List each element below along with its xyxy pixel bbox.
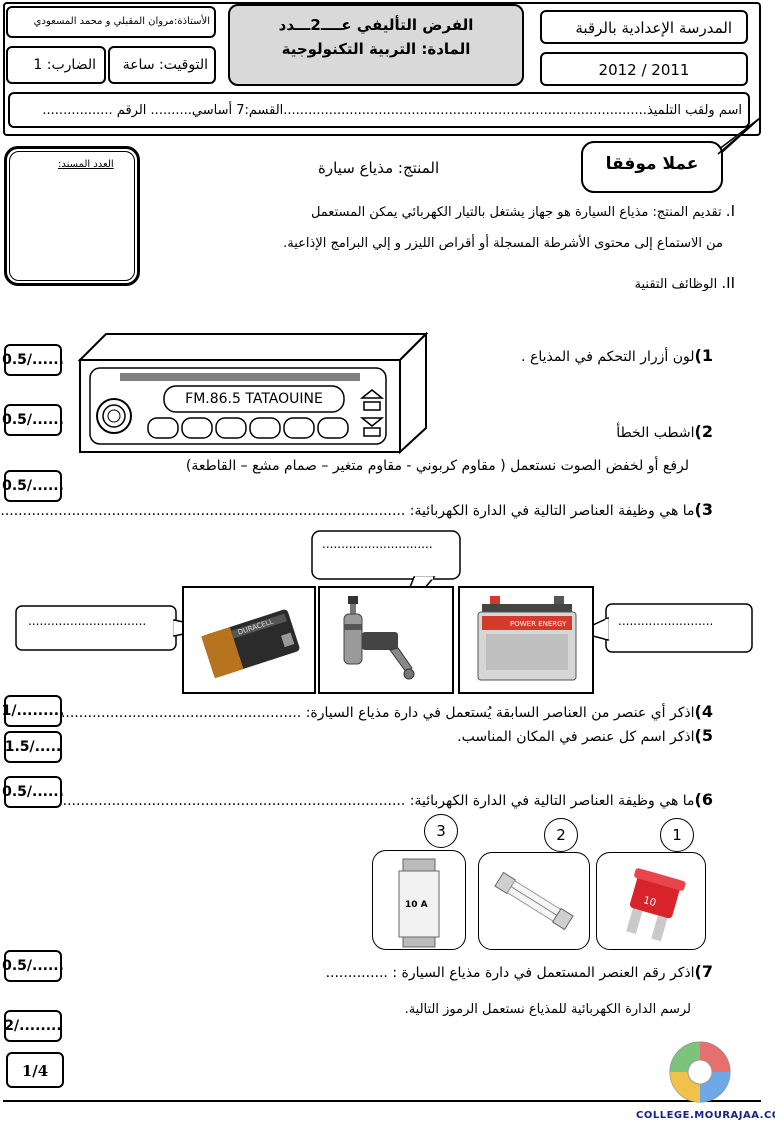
page-frame-bottom (3, 1100, 761, 1102)
blade-fuse-box: 10 (596, 852, 706, 950)
question-5: 5)اذكر اسم كل عنصر في المكان المناسب. (457, 726, 713, 745)
teachers: الأستاذة:مروان المقبلي و محمد المسعودي (33, 16, 210, 27)
student-name-label: اسم ولقب التلميذ........................… (42, 103, 742, 118)
question-4: 4)اذكر أي عنصر من العناصر السابقة يُستعم… (47, 702, 713, 721)
page-number: 1/4 (21, 1062, 49, 1080)
section1-line2: من الاستماع إلى محتوى الأشرطة المسجلة أو… (283, 236, 723, 251)
svg-text:POWER ENERGY: POWER ENERGY (510, 620, 567, 628)
school-name: المدرسة الإعدادية بالرقبة (575, 19, 732, 37)
car-radio-drawing (77, 331, 429, 455)
coefficient-box: الضارب: 1 (6, 46, 106, 84)
exam-title: الفرض التأليفي عــــ2ـــدد (278, 16, 474, 34)
dynamo-photo (318, 586, 454, 694)
subject: المادة: التربية التكنولوجية (281, 40, 471, 58)
question-3: 3)ما هي وظيفة العناصر التالية في الدارة … (0, 500, 713, 519)
fuse-number-2: 2 (544, 818, 578, 852)
radio-display-text: FM.86.5 TATAOUINE (185, 391, 323, 407)
car-battery-photo: POWER ENERGY (458, 586, 594, 694)
car-battery-callout-shape (576, 603, 753, 653)
school-year: 2012 / 2011 (598, 61, 690, 79)
svg-text:10: 10 (642, 895, 657, 909)
svg-text:10 A: 10 A (405, 900, 428, 910)
school-box: المدرسة الإعدادية بالرقبة (540, 10, 748, 44)
student-info-box: اسم ولقب التلميذ........................… (8, 92, 750, 128)
score-box-q2b[interactable]: 0.5/...... (2, 470, 64, 502)
duration-box: التوقيت: ساعة (108, 46, 216, 84)
battery-icon: DURACELL (201, 609, 300, 679)
question-8: لرسم الدارة الكهربائية للمذياع نستعمل ال… (404, 1002, 691, 1017)
glass-fuse-box (478, 852, 590, 950)
dynamo-icon (343, 596, 415, 680)
score-box-q8[interactable]: 2/........ (4, 1010, 62, 1042)
fuse-number-3: 3 (424, 814, 458, 848)
year-box: 2012 / 2011 (540, 52, 748, 86)
good-luck-bubble-shape (581, 117, 761, 193)
site-logo (669, 1041, 731, 1103)
duration: التوقيت: ساعة (122, 57, 208, 73)
score-box-q7[interactable]: 0.5/...... (2, 950, 64, 982)
footer-url[interactable]: COLLEGE.MOURAJAA.COM (636, 1110, 775, 1121)
car-battery-icon: POWER ENERGY (477, 596, 577, 681)
score-box-q4[interactable]: 1/......... (2, 695, 64, 727)
question-7: 7)اذكر رقم العنصر المستعمل في دارة مذياع… (325, 962, 713, 981)
section2-title: II. الوظائف التقنية (634, 274, 735, 292)
section1-line1: I. تقديم المنتج: مذياع السيارة هو جهاز ي… (310, 202, 735, 220)
score-box-q6[interactable]: 0.5/...... (2, 776, 64, 808)
car-battery-answer-line[interactable]: ......................... (618, 614, 714, 628)
grade-box-inner (9, 151, 135, 281)
grade-box-label: العدد المسند: (58, 159, 114, 170)
glass-fuse-icon (494, 871, 574, 931)
score-box-q1[interactable]: 0.5/...... (2, 344, 64, 376)
ceramic-fuse-box: 10 A (372, 850, 466, 950)
score-box-q2[interactable]: 0.5/...... (2, 404, 64, 436)
coefficient: الضارب: 1 (33, 57, 96, 73)
good-luck-text: عملا موفقا (605, 154, 699, 174)
page-number-box: 1/4 (6, 1052, 64, 1088)
score-box-q5[interactable]: 1.5/..... (4, 731, 62, 763)
question-2: 2)اشطب الخطأ (616, 422, 713, 441)
ceramic-fuse-icon: 10 A (398, 858, 440, 948)
fuse-number-1: 1 (660, 818, 694, 852)
question-6: 6)ما هي وظيفة العناصر التالية في الدارة … (62, 790, 713, 809)
question-2-choices: لرفع أو لخفض الصوت نستعمل ( مقاوم كربوني… (185, 458, 689, 474)
blade-fuse-icon: 10 (626, 868, 686, 942)
battery-photo: DURACELL (182, 586, 316, 694)
dynamo-answer-line[interactable]: ............................. (322, 537, 433, 551)
exam-title-box: الفرض التأليفي عــــ2ـــدد المادة: الترب… (228, 4, 524, 86)
question-1: 1)لون أزرار التحكم في المذياع . (521, 346, 713, 365)
product-title: المنتج: مذياع سيارة (318, 159, 440, 177)
teachers-box: الأستاذة:مروان المقبلي و محمد المسعودي (6, 6, 216, 38)
battery-answer-line[interactable]: ............................... (28, 614, 147, 628)
